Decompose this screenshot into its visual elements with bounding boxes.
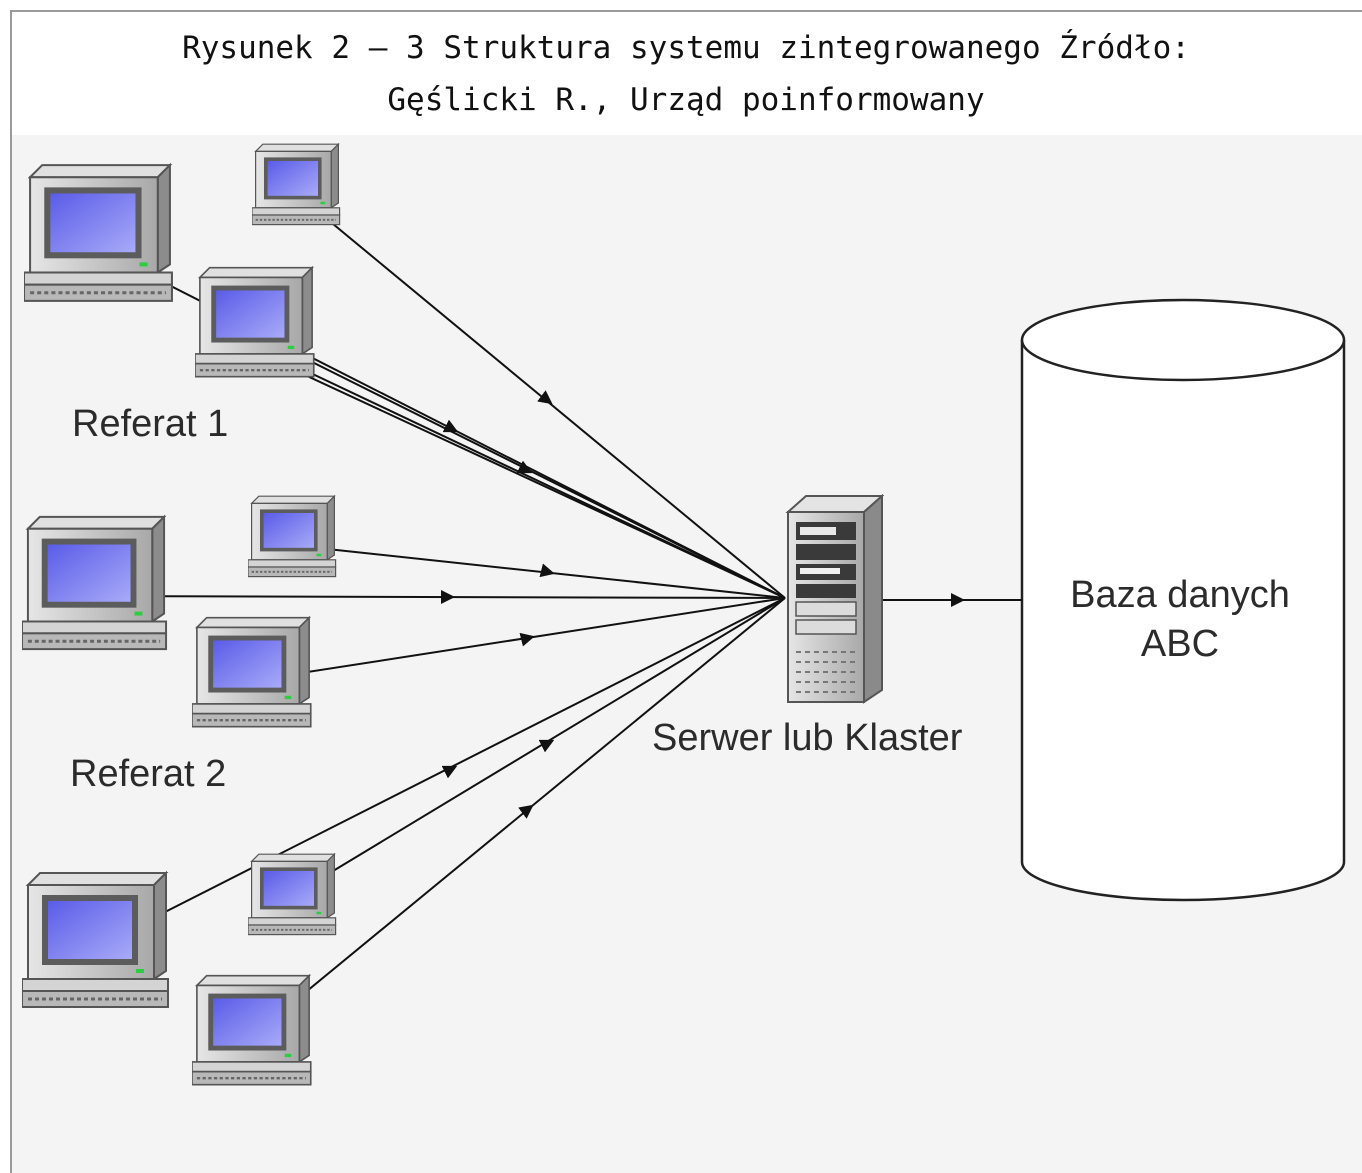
arrow-head	[518, 804, 534, 819]
arrow-head	[539, 563, 555, 578]
label-database-id: ABC	[1141, 623, 1219, 665]
arrow-head	[538, 739, 555, 753]
desktop-computer-icon	[248, 495, 337, 578]
desktop-computer-icon	[192, 974, 313, 1086]
caption-line-2: Gęślicki R., Urząd poinformowany	[387, 82, 985, 118]
figure-caption: Rysunek 2 – 3 Struktura systemu zintegro…	[10, 22, 1362, 126]
connection-lines	[87, 194, 1022, 1043]
connection-line	[89, 597, 786, 951]
arrow-head	[516, 460, 533, 474]
label-server: Serwer lub Klaster	[652, 717, 963, 759]
desktop-computer-icon	[248, 853, 337, 936]
connection-line	[289, 544, 786, 599]
connection-line	[257, 334, 786, 599]
arrow-head	[442, 419, 459, 433]
caption-line-1: Rysunek 2 – 3 Struktura systemu zintegro…	[182, 30, 1190, 66]
desktop-computer-icon	[195, 266, 316, 378]
desktop-computer-icon	[24, 163, 174, 303]
connection-line	[87, 595, 786, 599]
arrow-head	[441, 765, 458, 779]
connection-line	[242, 597, 786, 683]
desktop-computer-icon	[22, 515, 168, 651]
desktop-computer-icon	[192, 616, 313, 728]
server-tower-icon	[787, 495, 883, 703]
arrow-head	[537, 390, 553, 405]
desktop-computer-icon	[22, 871, 170, 1009]
connection-line	[297, 194, 786, 599]
connection-line	[284, 597, 786, 901]
connection-line	[304, 374, 786, 599]
label-referat-2: Referat 2	[70, 753, 226, 795]
label-referat-1: Referat 1	[72, 403, 228, 445]
connection-line	[244, 597, 786, 1043]
arrow-head	[519, 632, 535, 647]
label-database-name: Baza danych	[1070, 574, 1290, 616]
database-cylinder-icon	[1020, 298, 1346, 902]
desktop-computer-icon	[252, 143, 341, 226]
